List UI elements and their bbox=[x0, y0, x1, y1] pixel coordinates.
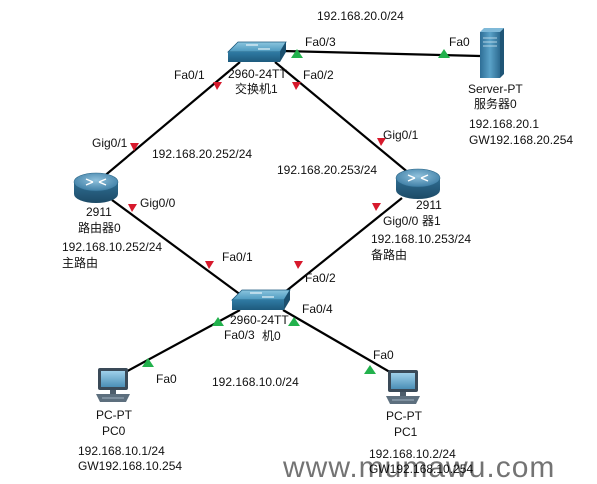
marker-up-sw0-fa03 bbox=[212, 317, 224, 326]
router-icon[interactable] bbox=[73, 172, 119, 203]
link-sw1-server bbox=[282, 49, 481, 58]
marker-up-sw1-fa03 bbox=[291, 49, 303, 58]
router0-ip-bottom: 192.168.10.252/24 bbox=[62, 240, 163, 254]
router1-name-label: 器1 bbox=[422, 214, 441, 228]
port-label: Gig0/0 bbox=[383, 214, 419, 228]
port-label: Fa0/4 bbox=[302, 302, 333, 316]
port-label: Fa0 bbox=[156, 372, 177, 386]
marker-up-pc0-fa0 bbox=[142, 358, 154, 367]
port-label: Fa0/3 bbox=[224, 328, 255, 342]
link-sw0-pc0 bbox=[119, 309, 241, 376]
switch-name-label: 交换机1 bbox=[235, 82, 278, 96]
switch-model-label: 2960-24TT bbox=[230, 313, 289, 327]
port-label: Fa0/1 bbox=[174, 68, 205, 82]
marker-down-r0-gig01 bbox=[130, 143, 139, 151]
link-sw0-pc1 bbox=[282, 309, 396, 376]
server-type-label: Server-PT bbox=[468, 82, 523, 96]
router0-role-label: 主路由 bbox=[62, 256, 99, 270]
marker-down-sw1-fa02 bbox=[292, 82, 301, 90]
server-gw-label: GW192.168.20.254 bbox=[469, 133, 574, 147]
link-markers bbox=[128, 49, 450, 374]
router0-name-label: 路由器0 bbox=[78, 221, 121, 235]
marker-down-sw0-fa02 bbox=[294, 261, 303, 269]
server-ip-label: 192.168.20.1 bbox=[469, 117, 540, 131]
port-label: Gig0/1 bbox=[92, 136, 128, 150]
link-router0-sw0 bbox=[111, 199, 246, 299]
pc0-name-label: PC0 bbox=[102, 424, 126, 438]
port-label: Gig0/0 bbox=[140, 196, 176, 210]
port-label: Fa0/2 bbox=[305, 271, 336, 285]
marker-down-sw1-fa01 bbox=[213, 82, 222, 90]
switch-icon[interactable] bbox=[227, 41, 287, 62]
port-label: Gig0/1 bbox=[383, 128, 419, 142]
marker-up-pc1-fa0 bbox=[364, 365, 376, 374]
port-label: Fa0/1 bbox=[222, 250, 253, 264]
pc0-type-label: PC-PT bbox=[96, 408, 132, 422]
router1-role-label: 备路由 bbox=[371, 248, 408, 262]
router0-ip-top: 192.168.20.252/24 bbox=[152, 147, 253, 161]
switch-model-label: 2960-24TT bbox=[228, 67, 287, 81]
links bbox=[101, 49, 481, 376]
marker-down-r1-gig00 bbox=[372, 203, 381, 211]
marker-down-r0-gig00 bbox=[128, 204, 137, 212]
pc1-ip-label: 192.168.10.2/24 bbox=[369, 447, 456, 461]
router-model-label: 2911 bbox=[86, 205, 112, 219]
router-icon[interactable] bbox=[395, 168, 441, 199]
port-label: Fa0/3 bbox=[305, 35, 336, 49]
router1-ip-top: 192.168.20.253/24 bbox=[277, 163, 378, 177]
pc1-gw-label: GW192.168.10.254 bbox=[369, 462, 474, 476]
link-sw1-router0 bbox=[101, 61, 241, 179]
server-name-label: 服务器0 bbox=[474, 97, 517, 111]
pc0-gw-label: GW192.168.10.254 bbox=[78, 459, 183, 473]
port-label: Fa0 bbox=[449, 35, 470, 49]
watermark: www.mumawu.com bbox=[283, 451, 556, 484]
server-icon[interactable] bbox=[480, 28, 504, 78]
router1-ip-bottom: 192.168.10.253/24 bbox=[371, 232, 472, 246]
server-subnet-label: 192.168.20.0/24 bbox=[317, 9, 404, 23]
marker-up-sw0-fa04 bbox=[288, 317, 300, 326]
marker-down-r1-gig01 bbox=[377, 138, 386, 146]
link-router1-sw0 bbox=[279, 197, 403, 297]
switch-name-label: 机0 bbox=[262, 329, 281, 343]
switch-icon[interactable] bbox=[231, 289, 291, 310]
pc1-type-label: PC-PT bbox=[386, 409, 422, 423]
lan-subnet-label: 192.168.10.0/24 bbox=[212, 375, 299, 389]
pc-icon[interactable] bbox=[386, 370, 420, 404]
port-label: Fa0 bbox=[373, 348, 394, 362]
marker-down-sw0-fa01 bbox=[205, 261, 214, 269]
pc-icon[interactable] bbox=[96, 368, 130, 402]
pc0-ip-label: 192.168.10.1/24 bbox=[78, 444, 165, 458]
port-label: Fa0/2 bbox=[303, 68, 334, 82]
link-sw1-router1 bbox=[274, 61, 411, 175]
router-model-label: 2911 bbox=[416, 198, 442, 212]
marker-up-server-fa0 bbox=[438, 49, 450, 58]
pc1-name-label: PC1 bbox=[394, 425, 418, 439]
